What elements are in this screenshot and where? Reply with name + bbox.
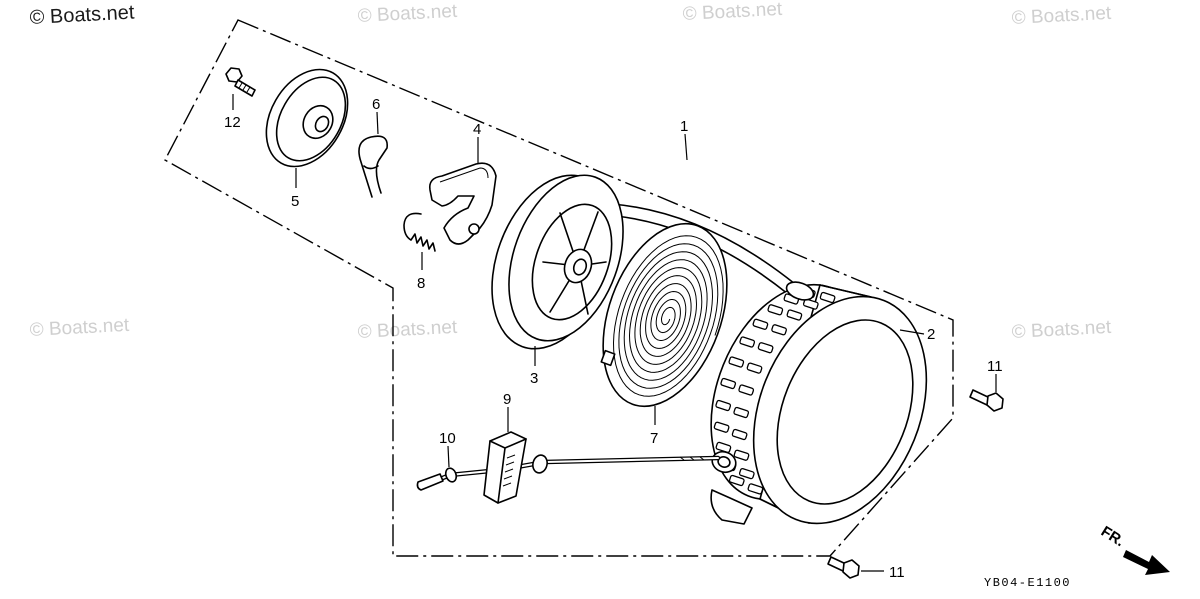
vent-slot bbox=[757, 342, 774, 354]
housing-front-window bbox=[776, 319, 914, 505]
vent-slot bbox=[728, 356, 745, 368]
front-direction-marker: FR. bbox=[1098, 523, 1170, 575]
handle-body bbox=[483, 431, 527, 504]
rope-knot bbox=[444, 467, 458, 483]
vent-slot bbox=[738, 384, 755, 396]
leader-line bbox=[684, 133, 688, 161]
callout-4: 4 bbox=[473, 121, 481, 138]
starter-rope bbox=[425, 454, 721, 487]
housing-front-rim bbox=[752, 295, 928, 525]
housing-top-edge bbox=[819, 284, 872, 298]
ratchet-body bbox=[428, 162, 497, 245]
callout-10: 10 bbox=[439, 430, 456, 447]
housing-mount-ear bbox=[785, 281, 815, 301]
housing-mount-ear bbox=[710, 489, 753, 525]
part-7-spiral-spring bbox=[600, 222, 728, 408]
drawing-code: YB04-E1100 bbox=[984, 576, 1071, 590]
part-5-pulley-plate bbox=[265, 68, 349, 168]
vent-slot bbox=[733, 449, 750, 461]
reel-center-hole bbox=[572, 258, 588, 276]
rope-band-upper-edge bbox=[611, 203, 796, 285]
rope-end bbox=[416, 473, 444, 491]
plate-boss-hole bbox=[314, 115, 330, 133]
vent-slot bbox=[739, 336, 756, 348]
vent-slot bbox=[819, 291, 836, 304]
leader-line bbox=[899, 329, 925, 335]
part-8-spring bbox=[403, 212, 436, 252]
watermark: © Boats.net bbox=[29, 2, 135, 29]
vent-slot bbox=[752, 318, 769, 330]
callouts: 1 2 3 4 5 6 7 8 9 10 11 11 12 bbox=[224, 96, 1003, 581]
watermark: © Boats.net bbox=[682, 0, 783, 25]
part-3-reel bbox=[491, 174, 624, 350]
assembly-boundary bbox=[164, 19, 954, 557]
ratchet-pivot-hole bbox=[468, 223, 480, 235]
callout-3: 3 bbox=[530, 370, 538, 387]
watermark: © Boats.net bbox=[357, 317, 458, 343]
part-9-grip-handle bbox=[483, 431, 527, 504]
callout-6: 6 bbox=[372, 96, 380, 113]
spring-spiral bbox=[612, 235, 724, 397]
callout-2: 2 bbox=[927, 326, 935, 343]
watermark: © Boats.net bbox=[357, 1, 458, 27]
vent-slot bbox=[767, 304, 784, 316]
part-6-spring-clip bbox=[358, 135, 388, 198]
front-direction-arrow-icon bbox=[1123, 550, 1170, 575]
vent-slot bbox=[746, 362, 763, 374]
vent-slot bbox=[728, 474, 745, 487]
bolt-head bbox=[225, 67, 243, 83]
callout-1: 1 bbox=[680, 118, 688, 135]
watermark: © Boats.net bbox=[29, 315, 130, 341]
front-direction-label: FR. bbox=[1098, 523, 1128, 550]
vent-slot bbox=[738, 467, 755, 480]
bolt-head bbox=[986, 392, 1004, 412]
callout-12: 12 bbox=[224, 114, 241, 131]
callout-9: 9 bbox=[503, 391, 511, 408]
callout-11-upper: 11 bbox=[987, 358, 1003, 375]
handle-grip-ridges bbox=[502, 454, 516, 487]
callout-5: 5 bbox=[291, 193, 299, 210]
handle-edges bbox=[489, 438, 527, 504]
vent-slot bbox=[720, 377, 737, 390]
vent-slot bbox=[713, 421, 730, 433]
part-10-rope-knot bbox=[416, 467, 458, 491]
housing-vent-slots bbox=[713, 286, 836, 495]
part-11-bolt-upper bbox=[969, 389, 1004, 412]
ratchet-edge bbox=[439, 167, 489, 183]
vent-slot bbox=[731, 428, 748, 441]
leader-lines bbox=[232, 94, 997, 572]
plate-inner-rim bbox=[275, 76, 347, 162]
part-2-starter-housing bbox=[710, 281, 928, 525]
leader-line bbox=[447, 445, 450, 468]
spring-end-tab bbox=[600, 349, 616, 367]
bolt-shaft bbox=[234, 79, 256, 97]
leader-line bbox=[376, 111, 379, 135]
watermark-layer: © Boats.net © Boats.net © Boats.net © Bo… bbox=[29, 0, 1112, 343]
bolt-thread bbox=[238, 82, 251, 93]
vent-slot bbox=[786, 309, 803, 321]
reel-inner-flange bbox=[508, 174, 624, 342]
watermark: © Boats.net bbox=[1011, 317, 1112, 343]
vent-slot bbox=[771, 324, 787, 336]
callout-7: 7 bbox=[650, 430, 658, 447]
vent-slot bbox=[715, 441, 732, 454]
watermark: © Boats.net bbox=[1011, 3, 1112, 29]
vent-slot bbox=[733, 406, 750, 419]
vent-slot bbox=[747, 483, 764, 495]
reel-center-boss bbox=[563, 248, 593, 284]
vent-slot bbox=[802, 298, 819, 310]
rope-twist bbox=[679, 456, 705, 461]
spring-outer-coil bbox=[602, 222, 728, 408]
vent-slot bbox=[715, 399, 732, 412]
bolt-head bbox=[842, 559, 860, 579]
rope-sleeve bbox=[532, 454, 548, 474]
callout-8: 8 bbox=[417, 275, 425, 292]
part-4-ratchet bbox=[428, 162, 497, 245]
part-12-bolt bbox=[225, 67, 256, 97]
part-11-bolt-lower bbox=[827, 556, 860, 579]
reel-hub-rim bbox=[531, 203, 613, 321]
callout-11-lower: 11 bbox=[889, 564, 905, 581]
